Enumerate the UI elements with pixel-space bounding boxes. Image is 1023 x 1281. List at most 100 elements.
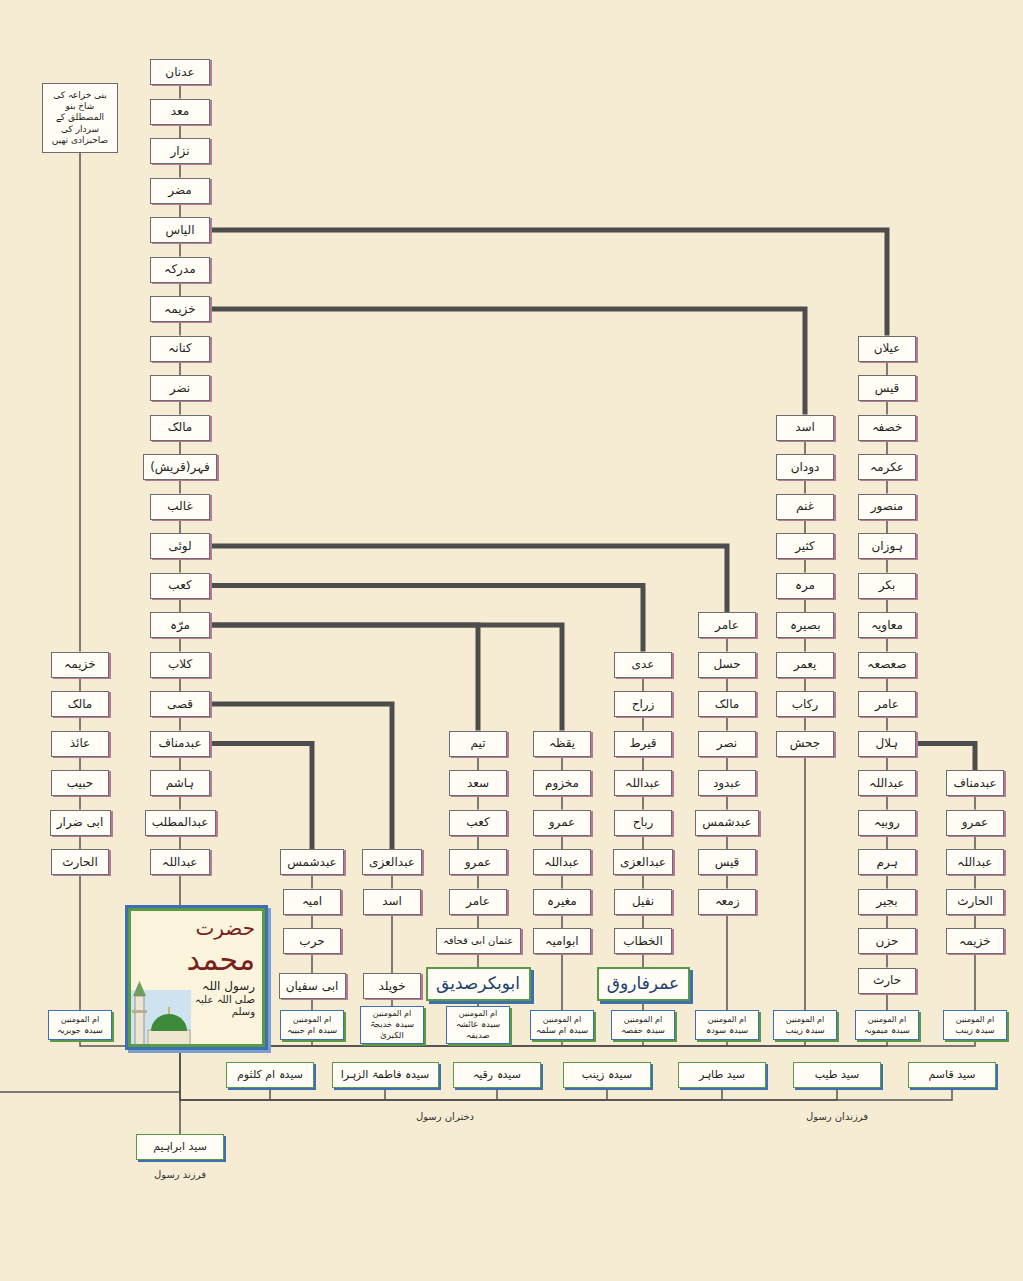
node-text: رکاب xyxy=(792,697,818,712)
lineage-line xyxy=(477,954,479,967)
ancestor-box: عبداللہ xyxy=(614,770,672,796)
lineage-line xyxy=(642,1001,644,1010)
ancestor-box: کثیر xyxy=(776,533,834,559)
node-text: خزیمہ xyxy=(64,657,95,672)
node-text: سیدہ ام حبیبہ xyxy=(287,1025,337,1036)
lineage-line xyxy=(726,757,728,771)
node-text: عبدمناف xyxy=(158,736,201,751)
ancestor-box: عبدالمطلب xyxy=(145,810,216,836)
lineage-line xyxy=(210,625,562,731)
ancestor-box: مالک xyxy=(51,691,109,717)
lineage-line xyxy=(804,678,806,692)
lineage-line xyxy=(179,638,181,652)
lineage-line xyxy=(726,638,728,652)
lineage-line xyxy=(642,875,644,889)
node-text: سیدہ ام سلمہ xyxy=(536,1025,588,1036)
lineage-line xyxy=(886,559,888,573)
lineage-line xyxy=(886,362,888,376)
lineage-line xyxy=(804,599,806,613)
group-label: دختران رسول xyxy=(413,1111,477,1122)
ancestor-box: عمرو xyxy=(946,810,1004,836)
ancestor-box: زمعہ xyxy=(698,889,756,915)
lineage-line xyxy=(804,717,806,731)
lineage-line xyxy=(79,875,81,1010)
node-text: حبیب xyxy=(67,776,93,791)
node-text: نضر xyxy=(170,381,190,396)
wife-box: ام المومنینسیدہ زینب xyxy=(773,1010,837,1040)
node-text: عامر xyxy=(466,894,490,909)
node-text: کعب xyxy=(466,815,489,830)
lineage-line xyxy=(179,520,181,534)
lineage-line xyxy=(179,717,181,731)
mosque-building xyxy=(148,1030,190,1046)
ancestor-box: خویلد xyxy=(363,973,421,999)
node-text: عبدالعزی xyxy=(369,855,415,870)
lineage-line xyxy=(79,796,81,810)
wife-box: ام المومنینسیدہ میمونہ xyxy=(855,1010,919,1040)
lineage-line xyxy=(886,599,888,613)
node-text: عثمان ابی قحافہ xyxy=(443,935,513,948)
node-text: غالب xyxy=(167,499,192,514)
ancestor-box: عکرمہ xyxy=(858,454,916,480)
node-text: خزیمہ xyxy=(164,302,195,317)
lineage-line xyxy=(180,1050,497,1100)
lineage-line xyxy=(642,757,644,771)
lineage-line xyxy=(79,757,81,771)
ancestor-box: غنم xyxy=(776,494,834,520)
ancestor-box: عبدمناف xyxy=(946,770,1004,796)
prophet-box-ground xyxy=(125,905,268,1050)
lineage-line xyxy=(561,836,563,850)
node-text: زراح xyxy=(632,697,655,712)
ancestor-box: رکاب xyxy=(776,691,834,717)
lineage-line xyxy=(642,954,644,967)
ancestor-box: قیس xyxy=(698,849,756,875)
lineage-line xyxy=(179,322,181,336)
lineage-line xyxy=(391,875,393,889)
lineage-line xyxy=(974,915,976,929)
node-text: سید قاسم xyxy=(929,1068,976,1082)
node-text: عبداللہ xyxy=(162,855,197,870)
node-text: عائذ xyxy=(70,736,90,751)
ancestor-box: حزن xyxy=(858,928,916,954)
lineage-line xyxy=(804,520,806,534)
ancestor-box: کلاب xyxy=(150,652,210,678)
lineage-line xyxy=(726,875,728,889)
ancestor-box: عبدشمس xyxy=(280,849,344,875)
lineage-line xyxy=(311,999,313,1010)
node-text: ہرم xyxy=(876,855,897,870)
node-text: ام المومنین xyxy=(543,1015,581,1025)
ancestor-box: مدرکہ xyxy=(150,257,210,283)
lineage-line xyxy=(179,243,181,257)
node-text: تیم xyxy=(471,736,486,751)
ancestor-box: حبیب xyxy=(51,770,109,796)
node-text: سیدہ خدیجۃ الکبریٰ xyxy=(363,1019,421,1040)
lineage-line xyxy=(210,586,643,652)
node-text: سیدہ زینب xyxy=(955,1025,994,1036)
ancestor-box: عبداللہ xyxy=(858,770,916,796)
lineage-line xyxy=(886,401,888,415)
lineage-line xyxy=(477,796,479,810)
node-text: سیدہ سودہ xyxy=(706,1025,748,1036)
ancestor-box: عمرو xyxy=(533,810,591,836)
ancestor-box: ابی سفیان xyxy=(279,973,346,999)
lineage-line xyxy=(886,480,888,494)
ancestor-box: قیس xyxy=(858,375,916,401)
lineage-line xyxy=(477,915,479,929)
node-text: حضرت xyxy=(195,916,255,941)
ancestor-box: عمرو xyxy=(449,849,507,875)
ancestor-box: جحش xyxy=(776,731,834,757)
lineage-line xyxy=(210,744,312,850)
ancestor-box: عیلان xyxy=(858,336,916,362)
node-text: خزیمہ xyxy=(959,934,990,949)
node-text: قیرط xyxy=(629,736,656,751)
node-text: عدی xyxy=(632,657,655,672)
lineage-line xyxy=(974,836,976,850)
lineage-line xyxy=(974,796,976,810)
lineage-line xyxy=(179,599,181,613)
ancestor-box: بجیر xyxy=(858,889,916,915)
lineage-line xyxy=(804,638,806,652)
lineage-line xyxy=(179,1050,181,1134)
node-text: مخزوم xyxy=(545,776,579,791)
lineage-line xyxy=(886,954,888,968)
ancestor-box: ہرم xyxy=(858,849,916,875)
